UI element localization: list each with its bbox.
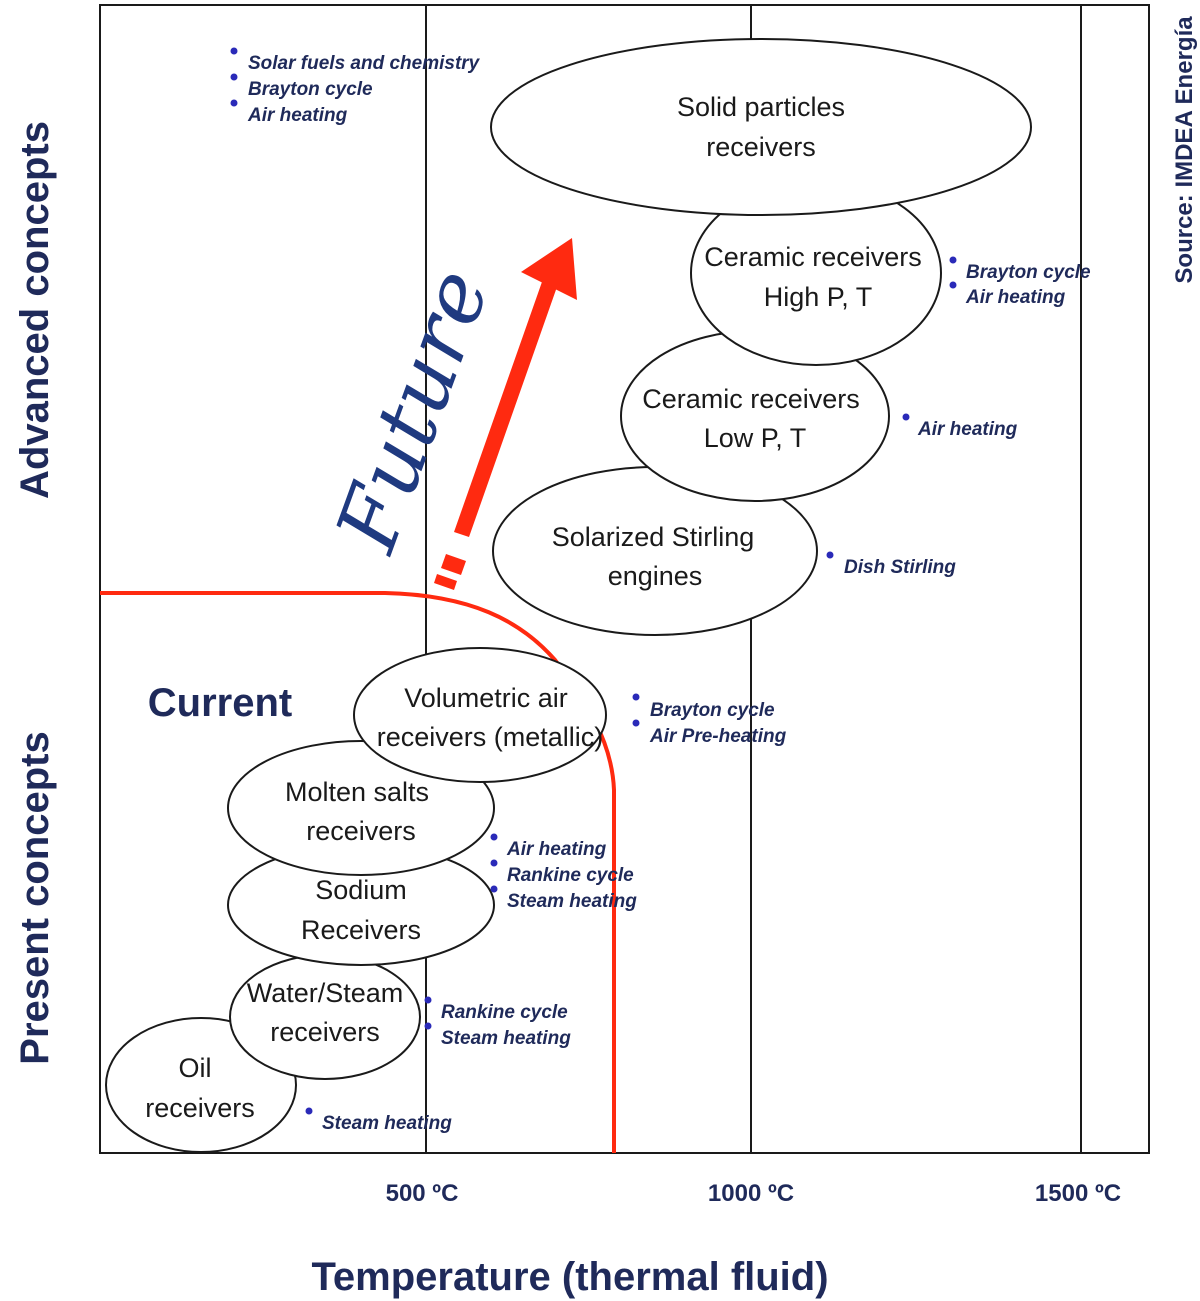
current-label: Current xyxy=(148,681,292,725)
app-air-heating-2: Air heating xyxy=(965,287,1066,308)
volumetric-line2: receivers (metallic) xyxy=(377,722,604,752)
bullet-icon xyxy=(305,1107,313,1115)
bullet-icon xyxy=(230,73,238,81)
volumetric-line1: Volumetric air xyxy=(404,683,568,713)
molten-salts-line2: receivers xyxy=(306,816,416,846)
water-steam-line1: Water/Steam xyxy=(247,978,404,1008)
ceramic-low-line1: Ceramic receivers xyxy=(642,384,860,414)
present-concepts-title: Present concepts xyxy=(13,731,57,1064)
app-steam-heating-1: Steam heating xyxy=(507,891,637,912)
bullet-icon xyxy=(490,833,498,841)
app-solar-fuels: Solar fuels and chemistry xyxy=(248,53,481,74)
volumetric-air-receivers-oval xyxy=(353,647,607,783)
solid-particles-oval xyxy=(490,38,1032,216)
bullet-icon xyxy=(230,99,238,107)
app-rankine-2: Rankine cycle xyxy=(441,1002,568,1023)
app-rankine-1: Rankine cycle xyxy=(507,865,634,886)
x-axis-title: Temperature (thermal fluid) xyxy=(311,1255,828,1299)
solid-particles-line2: receivers xyxy=(706,132,816,162)
bullet-icon xyxy=(632,693,640,701)
tick-1000: 1000 ºC xyxy=(708,1180,794,1207)
app-brayton-1: Brayton cycle xyxy=(248,79,373,100)
ceramic-high-line1: Ceramic receivers xyxy=(704,242,922,272)
future-arrow xyxy=(434,238,577,590)
bullet-icon xyxy=(826,551,834,559)
bullet-icon xyxy=(949,281,957,289)
bullet-icon xyxy=(230,47,238,55)
app-air-preheating: Air Pre-heating xyxy=(649,726,787,747)
bullet-icon xyxy=(490,859,498,867)
future-label: Future xyxy=(316,257,508,565)
tick-500: 500 ºC xyxy=(386,1180,459,1207)
sodium-line1: Sodium xyxy=(315,875,407,905)
app-steam-heating-2: Steam heating xyxy=(441,1028,571,1049)
current-boundary-line xyxy=(100,591,616,1153)
water-steam-line2: receivers xyxy=(270,1017,380,1047)
app-steam-heating-3: Steam heating xyxy=(322,1113,452,1134)
oil-line2: receivers xyxy=(145,1093,255,1123)
app-air-heating-3: Air heating xyxy=(917,419,1018,440)
plot-frame xyxy=(99,4,1150,1154)
app-brayton-2: Brayton cycle xyxy=(966,262,1091,283)
solid-particles-line1: Solid particles xyxy=(677,92,845,122)
bullet-icon xyxy=(490,885,498,893)
bullet-icon xyxy=(632,719,640,727)
app-air-heating-4: Air heating xyxy=(506,839,607,860)
stirling-line1: Solarized Stirling xyxy=(552,522,755,552)
advanced-concepts-title: Advanced concepts xyxy=(13,121,57,499)
bullet-icon xyxy=(424,1022,432,1030)
molten-salts-line1: Molten salts xyxy=(285,777,429,807)
app-air-heating-1: Air heating xyxy=(247,105,348,126)
sodium-line2: Receivers xyxy=(301,915,421,945)
tick-1500: 1500 ºC xyxy=(1035,1180,1121,1207)
bullet-icon xyxy=(424,996,432,1004)
oil-line1: Oil xyxy=(179,1053,212,1083)
ceramic-low-line2: Low P, T xyxy=(704,423,807,453)
ceramic-high-line2: High P, T xyxy=(764,282,873,312)
bullet-icon xyxy=(949,256,957,264)
app-dish-stirling: Dish Stirling xyxy=(844,557,956,578)
source-label: Source: IMDEA Energía xyxy=(1171,16,1198,284)
stirling-line2: engines xyxy=(608,561,703,591)
app-brayton-3: Brayton cycle xyxy=(650,700,775,721)
bullet-icon xyxy=(902,413,910,421)
